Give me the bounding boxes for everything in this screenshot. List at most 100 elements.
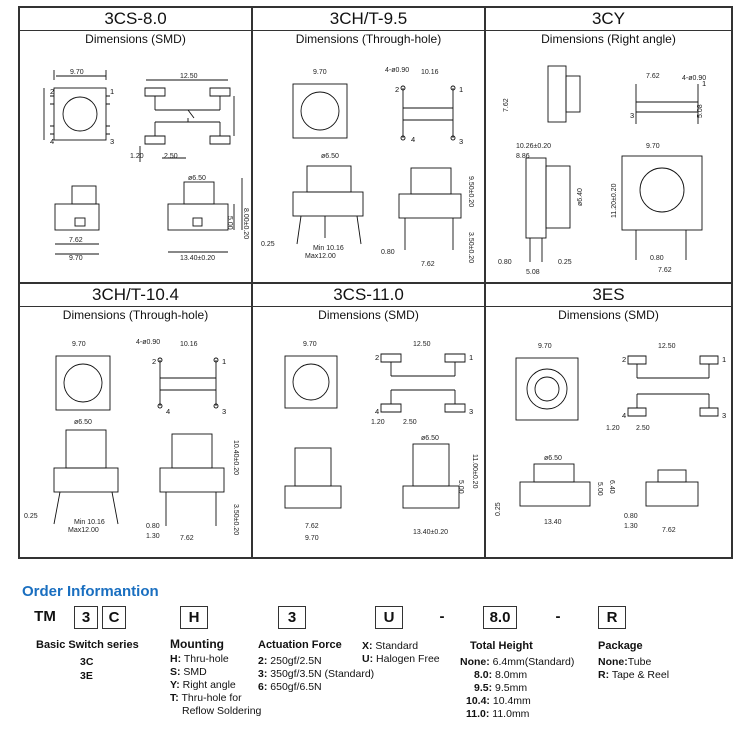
pin-1: 1 [459,85,463,94]
cell-3es: 3ES Dimensions (SMD) 9.70 12.50 2.50 1.2… [485,283,732,558]
dim-width: 9.70 [538,343,552,350]
dim-640: 6.40 [608,480,615,494]
pin-4: 4 [375,407,379,416]
smd-drawing: 9.70 12.50 2.50 1.20 7.62 9.70 ø6.50 13.… [284,341,478,542]
dim-width: 9.70 [303,341,317,348]
material-options: X: Standard U: Halogen Free [362,640,440,665]
dim-350: 3.50±0.20 [232,504,239,535]
cell-subtitle: Dimensions (Through-hole) [62,308,209,322]
through-hole-drawing: 9.70 10.16 4-ø0.90 ø6.50 0.25 Min 10.16 … [24,339,239,542]
pin-3: 3 [630,111,634,120]
dim-pad-h: 1.20 [130,153,144,160]
through-hole-drawing: 9.70 10.16 4-ø0.90 ø6.50 0.25 Min 10.16 … [261,67,474,268]
right-angle-drawing: 7.62 7.62 4-ø0.90 5.08 10.26±0.20 8.86 9… [498,65,706,276]
pin-2: 2 [50,87,54,96]
dim-950: 9.50±0.20 [467,176,474,207]
code-material: U [375,606,403,629]
pin-3: 3 [469,407,473,416]
pin-3: 3 [722,411,726,420]
dim-pad: 2.50 [636,425,650,432]
dim-1340: 13.40±0.20 [180,255,215,262]
dim-pad: 2.50 [403,419,417,426]
pin-4: 4 [411,135,415,144]
dimension-drawing-grid: 3CS-8.0 Dimensions (SMD) 9.70 12.50 2.50… [18,6,733,559]
dim-pad-h: 1.20 [606,425,620,432]
dim-cap: ø6.50 [188,175,206,182]
cell-title: 3CY [486,8,731,31]
dim-500: 5.00 [457,480,464,494]
dim-080b: 0.80 [650,255,664,262]
cell-subtitle: Dimensions (SMD) [558,308,659,322]
dim-130: 1.30 [146,533,160,540]
dim-holes: 4-ø0.90 [385,67,409,74]
height-options: None: 6.4mm(Standard) 8.0: 8.0mm 9.5: 9.… [460,656,575,720]
dim-min: Min 10.16 [74,519,105,526]
pin-4: 4 [622,411,626,420]
dim-500: 5.00 [226,216,233,230]
dim-762: 7.62 [69,237,83,244]
cell-title: 3CS-8.0 [20,8,251,31]
code-dash-1: - [439,608,445,625]
dim-holes: 4-ø0.90 [136,339,160,346]
pin-1: 1 [722,355,726,364]
dim-762: 7.62 [662,527,676,534]
cell-subtitle: Dimensions (SMD) [318,308,419,322]
dim-1120: 11.20±0.20 [611,183,618,218]
dim-080: 0.80 [624,513,638,520]
dim-1016: 10.16 [180,341,198,348]
dim-640: ø6.40 [577,188,584,206]
pin-3: 3 [459,137,463,146]
pin-4: 4 [166,407,170,416]
dim-762b: 7.62 [646,73,660,80]
dim-1340: 13.40 [544,519,562,526]
dim-pad: 2.50 [164,153,178,160]
pin-3: 3 [110,137,114,146]
pin-2: 2 [152,357,156,366]
dim-pad-h: 1.20 [371,419,385,426]
code-mounting: H [180,606,208,629]
cell-title: 3ES [486,284,731,307]
dim-pin-pitch: 12.50 [180,73,198,80]
dim-970b: 9.70 [305,535,319,542]
dim-width: 9.70 [313,69,327,76]
dim-1026: 10.26±0.20 [516,143,551,150]
pin-2: 2 [622,355,626,364]
dim-350: 3.50±0.20 [467,232,474,263]
dim-080: 0.80 [498,259,512,266]
cell-title: 3CH/T-9.5 [253,8,484,31]
dim-762: 7.62 [305,523,319,530]
cell-subtitle: Dimensions (Right angle) [541,32,676,46]
dim-508: 5.08 [697,104,704,118]
cell-subtitle: Dimensions (SMD) [85,32,186,46]
code-package: R [598,606,626,629]
dim-cap: ø6.50 [74,419,92,426]
dim-130: 1.30 [624,523,638,530]
dim-800: 8.00±0.20 [242,208,249,239]
dim-025: 0.25 [495,502,502,516]
code-series-digit: 3 [74,606,98,629]
dim-1040: 10.40±0.20 [232,440,239,475]
dim-pin-pitch: 12.50 [413,341,431,348]
dim-970b: 9.70 [69,255,83,262]
cell-3cs-8: 3CS-8.0 Dimensions (SMD) 9.70 12.50 2.50… [19,7,252,283]
dim-cap: ø6.50 [321,153,339,160]
cell-3cs-11: 3CS-11.0 Dimensions (SMD) 9.70 12.50 2.5… [252,283,485,558]
cell-3cht-9-5: 3CH/T-9.5 Dimensions (Through-hole) 9.70… [252,7,485,283]
code-series-letter: C [102,606,126,629]
series-option: 3E [80,670,93,682]
pin-2: 2 [395,85,399,94]
dim-1016: 10.16 [421,69,439,76]
dim-025: 0.25 [261,241,275,248]
smd-drawing: 9.70 12.50 2.50 1.20 ø6.50 13.40 0.25 5.… [495,343,726,534]
package-label: Package [598,640,643,652]
dim-500: 5.00 [596,482,603,496]
code-tm: TM [34,608,56,625]
order-info-title: Order Informantion [22,583,159,600]
dim-762: 7.62 [421,261,435,268]
cell-3cht-10-4: 3CH/T-10.4 Dimensions (Through-hole) 9.7… [19,283,252,558]
dim-cap: ø6.50 [544,455,562,462]
height-label: Total Height [470,640,533,652]
dim-886: 8.86 [516,153,530,160]
pin-3: 3 [222,407,226,416]
series-option: 3C [80,656,94,668]
